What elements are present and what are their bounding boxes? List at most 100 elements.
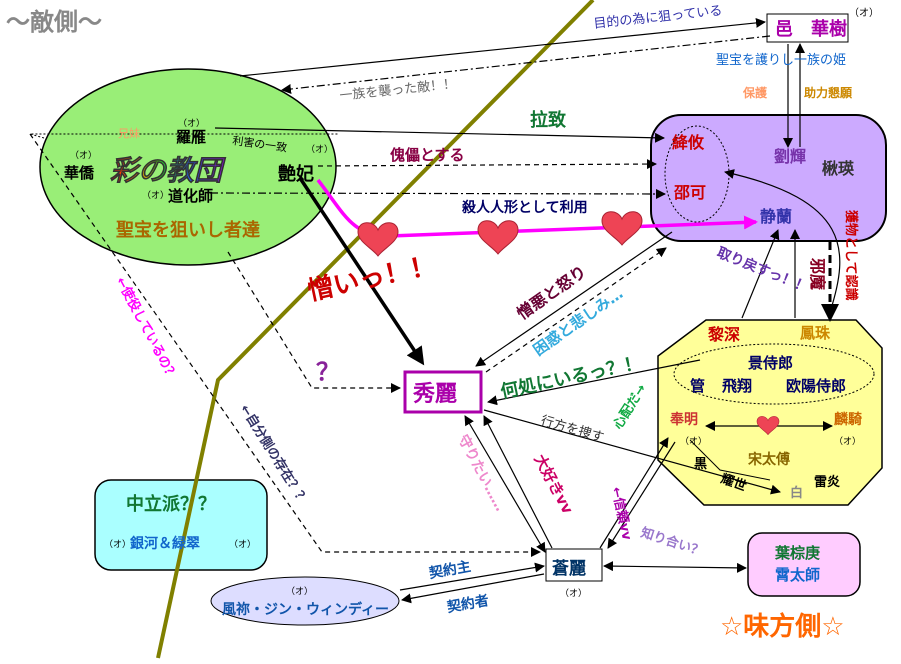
yuu-name: 邑 華樹 [775,18,847,40]
edge-shiriai [603,561,747,573]
neutral-note-right: （オ） [229,539,256,550]
yuu-box [766,13,849,43]
heart-icon-3 [601,211,643,246]
label-ichizoku: 一族を襲った敵！！ [339,76,457,104]
kyodan-dokeshi: 道化師 [168,187,213,205]
group-haku: 白 [790,485,803,501]
label-daisuki: 大好きvv [530,451,576,517]
kyodan-kakyo-note: （オ） [70,150,97,161]
label-kairai: 傀儡とする [390,146,465,164]
edge-rachi [214,127,665,143]
edge-zouo [475,231,673,367]
kyodan-ellipse [39,68,337,266]
label-keiyakusha: 契約者 [445,592,490,616]
group-inner-ellipse [673,343,875,405]
neutral-title: 中立派？？ [126,493,216,515]
edge-keiyakusha [401,573,545,604]
hogo-label: 保護 [742,85,768,100]
heart-icon-1 [357,222,399,257]
group-hishou: 飛翔 [721,377,752,395]
kyodan-rarai: 羅雁 [176,128,206,146]
edge-shinpai [599,437,669,549]
label-shinpai: 心配だ→ [611,382,650,432]
captive-box [650,114,887,242]
label-mokuteki: 目的の為に狙っている [593,3,723,32]
captive-shuuei: 楸瑛 [822,159,855,178]
label-nikui: 憎いっ！！ [305,249,439,306]
kyodan-kyodai: 兄妹 [118,127,140,140]
enemy-divider-line [156,0,595,659]
group-kinki-note: （オ） [834,436,861,447]
edge-doko [487,359,701,406]
shuurei-box [403,370,483,414]
edge-nikui [298,177,425,366]
edge-jibungawa-loop [29,133,338,139]
edge-mokuteki [239,17,766,77]
group-kan: 管 [690,377,705,395]
enemy-side-label: ～敵側～ [6,8,102,36]
sourei-note: （オ） [560,588,587,599]
group-houju: 鳳珠 [800,324,831,342]
group-ouyou: 欧陽侍郎 [786,377,846,395]
edge-tomadoi [485,247,667,373]
edge-dokeshi-shouka [209,188,666,199]
sourei-name: 蒼麗 [552,558,586,579]
fuuki-name: 風祢・ジン・ウィンディー [222,601,389,618]
group-raien: 雷炎 [814,474,840,490]
edge-daisuki [483,415,553,549]
label-shiyou: ←使役しているの？ [112,274,180,383]
group-reishin: 黎深 [708,325,740,344]
edge-kousei-haku [689,439,771,481]
edge-shinrai [607,441,676,549]
neutral-box [94,479,268,571]
you-n1: 葉棕庚 [774,544,820,562]
group-kinki: 麟騎 [834,411,862,428]
kyodan-logo: 彩の教団 [110,154,226,187]
label-hatena: ？ [316,358,340,386]
edge-torimodosu [741,229,780,319]
kyodan-rarai-note: （オ） [178,118,205,129]
kyodan-desc: 聖宝を狙いし者達 [116,219,260,241]
ally-side-label: ☆味方側☆ [720,611,845,642]
group-keishirou: 景侍郎 [748,354,793,372]
group-houmei: 奉明 [670,411,698,428]
fuuki-note: （オ） [286,586,313,597]
edge-ichizoku [281,35,771,94]
label-shinrai: ←信頼vv [608,486,635,543]
shuurei-name: 秀麗 [412,382,457,407]
captive-kouyu: 絳攸 [672,133,705,152]
edge-kairai [317,159,657,170]
group-soutaifu: 宋太傅 [747,451,790,468]
captive-ryuuki: 劉輝 [774,147,806,166]
heart-icon-2 [477,220,519,255]
edge-hatena [227,251,401,393]
captive-seiran: 静蘭 [760,207,792,226]
yuu-note: （オ） [849,7,879,19]
kyodan-rigai-note: （オ） [306,144,333,155]
label-emono: 獲物として認識 [843,210,859,301]
group-koku: 黒 [694,456,707,472]
kyodan-dokeshi-note: （オ） [142,190,169,201]
label-yukue: 行方を捜す [539,412,606,445]
neutral-names: 銀河＆緑翠 [130,535,200,552]
edge-reishin-kouyu [724,169,841,313]
edge-keiyakunushi [399,562,545,591]
kyodan-kakyo: 華僑 [64,164,95,182]
edge-mamoritai [464,415,546,553]
jorikukongan-label: 助力懇願 [804,85,853,100]
fuuki-ellipse [210,576,400,626]
label-torimodosu: 取り戻すっ！！ [715,244,812,296]
label-shiriai: 知り合い？ [639,525,706,560]
group-octagon [657,319,883,506]
captive-shouka: 邵可 [673,183,706,202]
label-satsujin: 殺人人形として利用 [461,199,588,216]
neutral-note-left: （オ） [104,539,131,550]
label-doko: 何処にいるっ？！ [498,351,643,402]
kyodan-enhi: 艶妃 [278,163,314,185]
label-rachi: 拉致 [530,109,567,131]
ally-you-box [747,532,861,597]
label-jama: 邪魔 [808,257,827,291]
you-n2: 霄太師 [775,566,820,584]
